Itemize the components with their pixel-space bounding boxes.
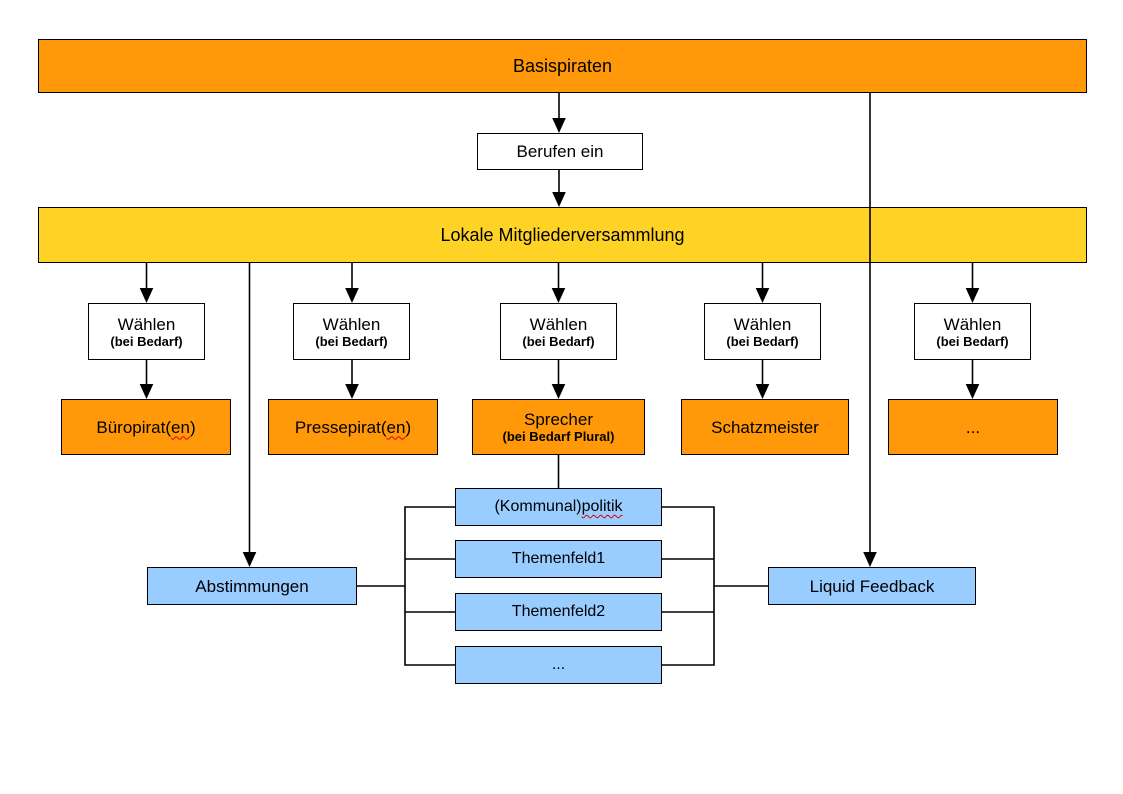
topic-box-more: ... <box>455 646 662 684</box>
arrow-waehlen-to-more <box>965 360 980 399</box>
waehlen-sublabel: (bei Bedarf) <box>522 333 595 349</box>
waehlen-label: Wählen <box>733 314 792 334</box>
liquid-feedback-box: Liquid Feedback <box>768 567 976 605</box>
role-sublabel: (bei Bedarf Plural) <box>502 429 615 444</box>
waehlen-label: Wählen <box>322 314 381 334</box>
role-box-schatzmeister: Schatzmeister <box>681 399 849 455</box>
role-label: Büropirat(en) <box>96 417 196 437</box>
arrow-waehlen-to-pressepirat <box>345 360 359 399</box>
waehlen-label: Wählen <box>943 314 1002 334</box>
topic-box-themenfeld2: Themenfeld2 <box>455 593 662 631</box>
arrow-waehlen-to-schatzmeister <box>755 360 770 399</box>
waehlen-sublabel: (bei Bedarf) <box>315 333 388 349</box>
line-topics-liquidfeedback-spine <box>662 506 768 666</box>
topic-box-kommunalpolitik: (Kommunal)politik <box>455 488 662 526</box>
arrow-versammlung-to-waehlen-4 <box>755 263 770 303</box>
arrow-versammlung-to-waehlen-5 <box>965 263 980 303</box>
topic-label: Themenfeld1 <box>511 550 606 567</box>
role-box-pressepirat: Pressepirat(en) <box>268 399 438 455</box>
waehlen-label: Wählen <box>117 314 176 334</box>
waehlen-label: Wählen <box>529 314 588 334</box>
topic-label: Themenfeld2 <box>511 603 606 620</box>
role-label: Pressepirat(en) <box>294 417 412 437</box>
waehlen-box-5: Wählen (bei Bedarf) <box>914 303 1031 360</box>
role-label: Schatzmeister <box>711 417 819 437</box>
role-box-more: ... <box>888 399 1058 455</box>
arrow-versammlung-to-waehlen-3 <box>551 263 566 303</box>
topic-box-themenfeld1: Themenfeld1 <box>455 540 662 578</box>
waehlen-box-4: Wählen (bei Bedarf) <box>704 303 821 360</box>
line-abstimmungen-topics-spine <box>357 506 455 666</box>
abstimmungen-box: Abstimmungen <box>147 567 357 605</box>
mitgliederversammlung-bar: Lokale Mitgliederversammlung <box>38 207 1087 263</box>
waehlen-sublabel: (bei Bedarf) <box>110 333 183 349</box>
role-label: Sprecher <box>524 410 593 429</box>
role-box-bueropirat: Büropirat(en) <box>61 399 231 455</box>
berufen-ein-box: Berufen ein <box>477 133 643 170</box>
arrow-waehlen-to-sprecher <box>551 360 566 399</box>
waehlen-box-3: Wählen (bei Bedarf) <box>500 303 617 360</box>
waehlen-box-1: Wählen (bei Bedarf) <box>88 303 205 360</box>
arrow-versammlung-to-waehlen-2 <box>345 263 359 303</box>
liquid-feedback-label: Liquid Feedback <box>809 576 935 596</box>
arrow-basispiraten-to-liquid-feedback <box>863 93 877 567</box>
role-label: ... <box>965 417 981 437</box>
abstimmungen-label: Abstimmungen <box>195 576 309 596</box>
basispiraten-bar: Basispiraten <box>38 39 1087 93</box>
waehlen-sublabel: (bei Bedarf) <box>726 333 799 349</box>
waehlen-sublabel: (bei Bedarf) <box>936 333 1009 349</box>
basispiraten-label: Basispiraten <box>512 56 613 76</box>
arrow-versammlung-to-abstimmungen <box>242 263 257 567</box>
topic-label: ... <box>551 656 566 673</box>
arrow-waehlen-to-bueropirat <box>139 360 154 399</box>
arrow-berufen-to-versammlung <box>552 170 566 207</box>
mitgliederversammlung-label: Lokale Mitgliederversammlung <box>440 225 685 245</box>
arrow-basispiraten-to-berufen <box>552 93 566 133</box>
topic-label: (Kommunal)politik <box>494 498 623 515</box>
role-box-sprecher: Sprecher (bei Bedarf Plural) <box>472 399 645 455</box>
berufen-ein-label: Berufen ein <box>516 142 604 161</box>
waehlen-box-2: Wählen (bei Bedarf) <box>293 303 410 360</box>
arrow-versammlung-to-waehlen-1 <box>139 263 154 303</box>
